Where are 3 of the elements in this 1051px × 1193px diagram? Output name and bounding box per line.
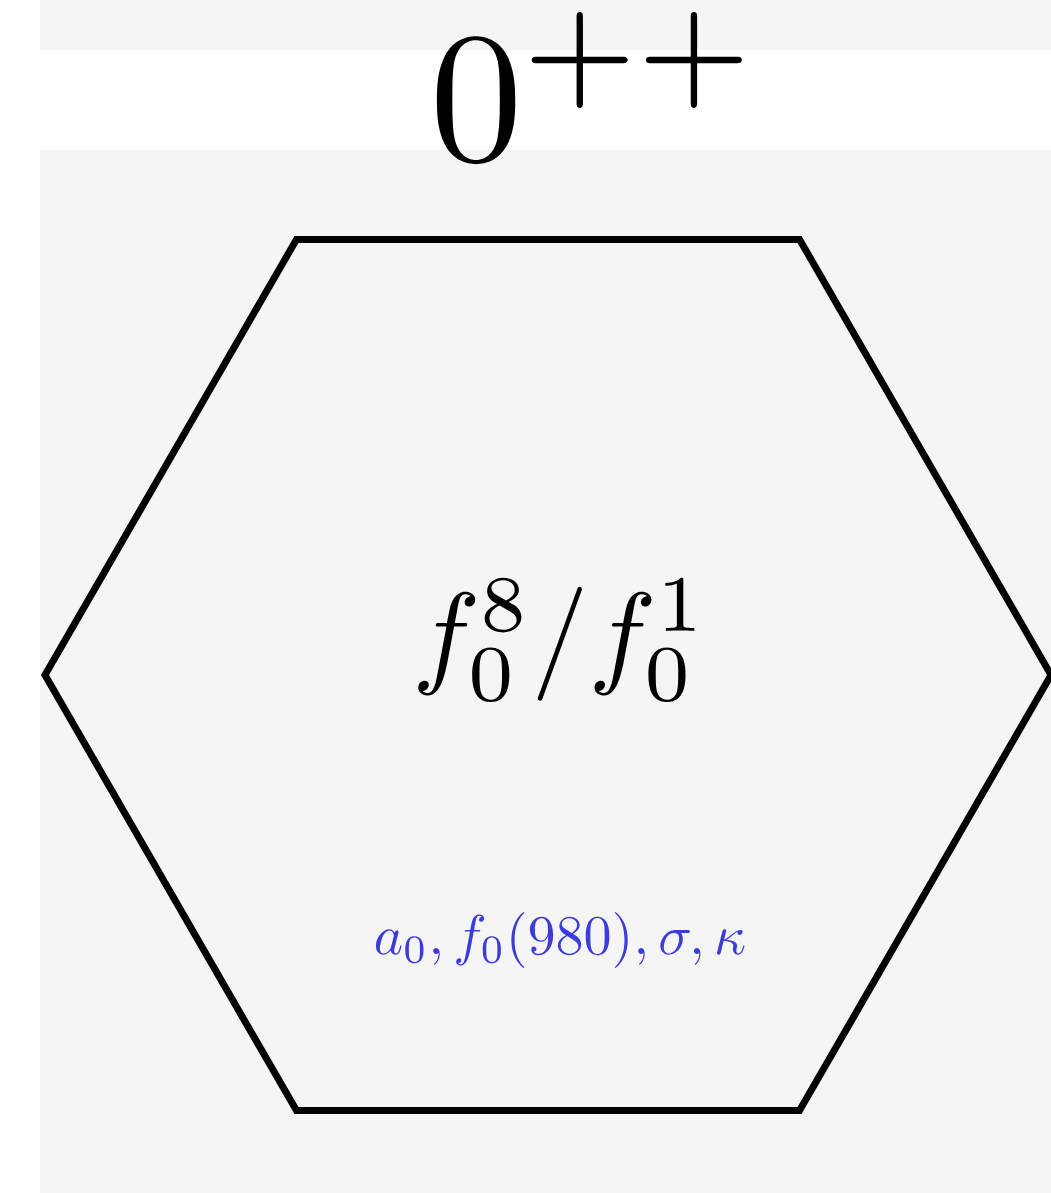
formula-caption: $a_0, f_0(980), \sigma, \kappa$ <box>375 912 745 968</box>
title: $0^{++}$ <box>436 12 742 165</box>
formula: $f_0^8/f_0^1$ <box>418 577 695 703</box>
